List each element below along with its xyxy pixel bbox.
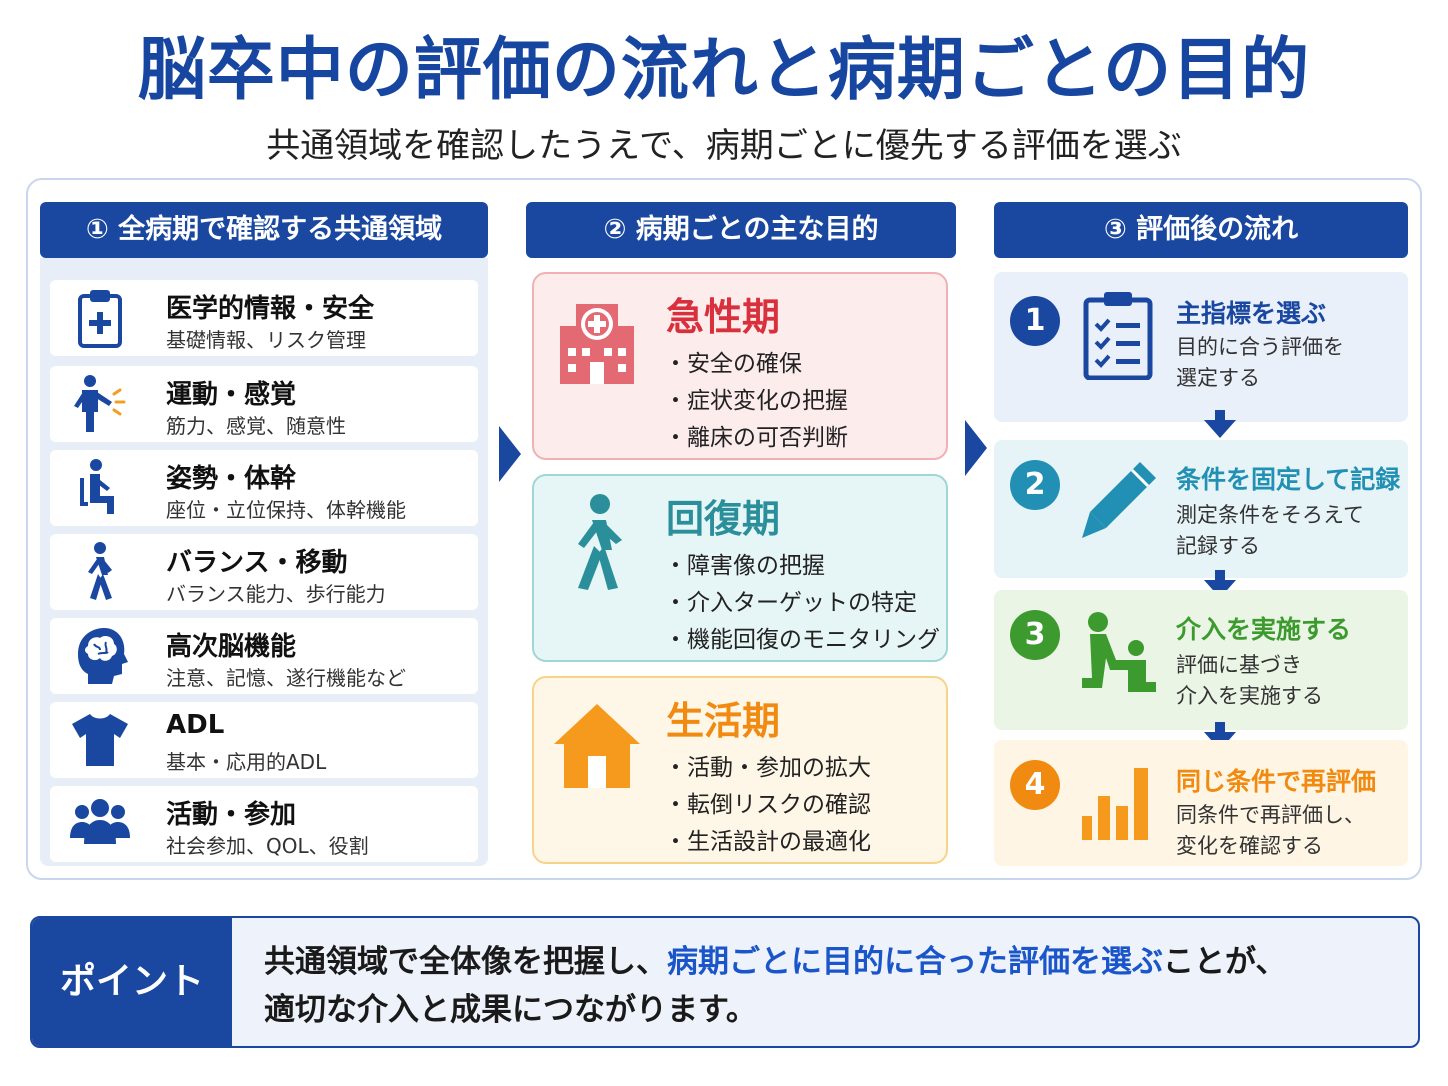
walking-person-icon (578, 494, 622, 590)
arrow-right-icon (965, 420, 987, 476)
phase-goal-item: 障害像の把握 (664, 548, 940, 585)
step-number-badge: 2 (1010, 460, 1060, 510)
common-area-desc: 座位・立位保持、体幹機能 (166, 498, 406, 522)
common-area-item: 活動・参加 社会参加、QOL、役割 (50, 786, 478, 862)
point-text-part: 共通領域で全体像を把握し、 (264, 944, 667, 980)
common-area-desc: 基礎情報、リスク管理 (166, 328, 366, 352)
common-area-item: ADL 基本・応用的ADL (50, 702, 478, 778)
common-area-title: 姿勢・体幹 (166, 464, 297, 494)
walking-person-icon (88, 542, 112, 600)
flow-step-3: 3 介入を実施する 評価に基づき 介入を実施する (994, 590, 1408, 730)
common-area-item: 運動・感覚 筋力、感覚、随意性 (50, 366, 478, 442)
point-text-part: ことが、 (1163, 944, 1287, 980)
page-subtitle: 共通領域を確認したうえで、病期ごとに優先する評価を選ぶ (266, 126, 1182, 166)
phase-name: 回復期 (666, 497, 781, 541)
common-area-item: バランス・移動 バランス能力、歩行能力 (50, 534, 478, 610)
page-title: 脳卒中の評価の流れと病期ごとの目的 (137, 31, 1311, 110)
phase-goal-item: 転倒リスクの確認 (664, 787, 871, 824)
step-desc-line: 目的に合う評価を (1176, 335, 1344, 359)
step-desc-line: 同条件で再評価し、 (1176, 803, 1365, 827)
step-desc-line: 選定する (1176, 366, 1260, 390)
common-area-title: バランス・移動 (166, 548, 348, 578)
common-area-title: ADL (166, 710, 225, 740)
phase-goal-item: 生活設計の最適化 (664, 824, 871, 861)
step-title: 介入を実施する (1176, 615, 1352, 644)
common-area-title: 活動・参加 (166, 800, 297, 830)
shirt-icon (72, 714, 128, 766)
step-desc: 評価に基づき 介入を実施する (1176, 650, 1323, 712)
column-header-common: ① 全病期で確認する共通領域 (40, 202, 488, 258)
step-desc: 同条件で再評価し、 変化を確認する (1176, 800, 1365, 862)
arrow-down-icon (1204, 570, 1236, 598)
seated-person-icon (80, 459, 114, 514)
phase-goal-list: 障害像の把握 介入ターゲットの特定 機能回復のモニタリング (664, 548, 940, 659)
people-group-icon (70, 799, 130, 844)
step-desc-line: 評価に基づき (1176, 653, 1302, 677)
common-area-desc: 筋力、感覚、随意性 (166, 414, 346, 438)
phase-name: 急性期 (666, 295, 781, 339)
common-area-desc: 社会参加、QOL、役割 (166, 834, 369, 858)
phase-goal-item: 機能回復のモニタリング (664, 622, 940, 659)
common-area-item: 医学的情報・安全 基礎情報、リスク管理 (50, 280, 478, 356)
flow-step-2: 2 条件を固定して記録 測定条件をそろえて 記録する (994, 440, 1408, 578)
clipboard-plus-icon (78, 290, 122, 348)
step-desc-line: 記録する (1176, 534, 1260, 558)
person-motion-icon (74, 375, 126, 432)
phase-goal-list: 安全の確保 症状変化の把握 離床の可否判断 (664, 346, 848, 457)
house-icon (554, 704, 640, 788)
phase-name: 生活期 (666, 699, 781, 743)
common-area-item: 高次脳機能 注意、記憶、遂行機能など (50, 618, 478, 694)
column-header-flow: ③ 評価後の流れ (994, 202, 1408, 258)
step-desc-line: 介入を実施する (1176, 684, 1323, 708)
step-title: 主指標を選ぶ (1176, 299, 1327, 328)
phase-card-chronic: 生活期 活動・参加の拡大 転倒リスクの確認 生活設計の最適化 (532, 676, 948, 864)
phase-goal-item: 症状変化の把握 (664, 383, 848, 420)
phase-card-acute: 急性期 安全の確保 症状変化の把握 離床の可否判断 (532, 272, 948, 460)
phase-goal-item: 介入ターゲットの特定 (664, 585, 940, 622)
common-area-title: 高次脳機能 (166, 632, 297, 662)
common-area-item: 姿勢・体幹 座位・立位保持、体幹機能 (50, 450, 478, 526)
common-area-title: 運動・感覚 (166, 380, 297, 410)
common-area-desc: 基本・応用的ADL (166, 750, 327, 774)
step-desc: 目的に合う評価を 選定する (1176, 332, 1344, 394)
step-number-badge: 4 (1010, 760, 1060, 810)
flow-step-4: 4 同じ条件で再評価 同条件で再評価し、 変化を確認する (994, 740, 1408, 866)
brain-head-icon (78, 628, 128, 684)
bar-chart-icon (1082, 768, 1148, 840)
common-area-desc: バランス能力、歩行能力 (166, 582, 386, 606)
step-desc-line: 変化を確認する (1176, 834, 1323, 858)
point-box: ポイント 共通領域で全体像を把握し、病期ごとに目的に合った評価を選ぶことが、 適… (30, 916, 1420, 1048)
hospital-icon (560, 304, 634, 384)
step-number-badge: 3 (1010, 610, 1060, 660)
step-title: 同じ条件で再評価 (1176, 767, 1377, 796)
checklist-icon (1083, 292, 1153, 380)
phase-goal-list: 活動・参加の拡大 転倒リスクの確認 生活設計の最適化 (664, 750, 871, 861)
therapist-icon (1082, 612, 1156, 692)
common-area-title: 医学的情報・安全 (166, 294, 375, 324)
phase-goal-item: 離床の可否判断 (664, 420, 848, 457)
point-text-highlight: 病期ごとに目的に合った評価を選ぶ (667, 944, 1163, 980)
point-label: ポイント (32, 918, 232, 1046)
step-title: 条件を固定して記録 (1176, 465, 1401, 494)
phase-goal-item: 安全の確保 (664, 346, 848, 383)
column-header-phase: ② 病期ごとの主な目的 (526, 202, 956, 258)
flow-step-1: 1 主指標を選ぶ 目的に合う評価を 選定する (994, 272, 1408, 422)
arrow-right-icon (499, 426, 521, 482)
step-desc-line: 測定条件をそろえて (1176, 503, 1364, 527)
arrow-down-icon (1204, 410, 1236, 438)
step-desc: 測定条件をそろえて 記録する (1176, 500, 1364, 562)
common-area-desc: 注意、記憶、遂行機能など (166, 666, 406, 690)
point-text-part: 適切な介入と成果につながります。 (264, 992, 757, 1028)
point-text: 共通領域で全体像を把握し、病期ごとに目的に合った評価を選ぶことが、 適切な介入と… (264, 938, 1394, 1034)
phase-goal-item: 活動・参加の拡大 (664, 750, 871, 787)
step-number-badge: 1 (1010, 296, 1060, 346)
phase-card-recovery: 回復期 障害像の把握 介入ターゲットの特定 機能回復のモニタリング (532, 474, 948, 662)
pencil-icon (1082, 462, 1156, 538)
